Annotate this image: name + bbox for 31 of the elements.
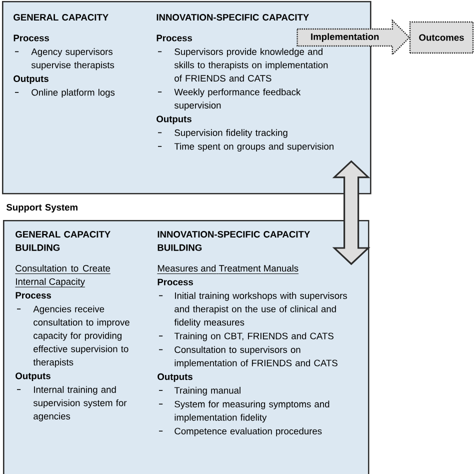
edge-label: Implementation [310,32,380,43]
column-heading: INNOVATION-SPECIFIC CAPACITY [156,14,309,21]
panel-title: Support System [6,204,78,212]
underlined-heading: Consultation to Create Internal Capacity [14,264,111,288]
list-item: Supervisors provide knowledge and skills to therapists on implementation of FRIENDS and CATS [158,48,328,82]
list-item: System for measuring symptoms and implementation fidelity [158,400,330,423]
list-item: Initial training workshops with supervisors and therapist on the use of clinical and fidelity measures [158,292,347,328]
list-item: Competence evaluation procedures [158,428,322,436]
list-item: Time spent on groups and supervision [158,142,334,152]
section-heading: Outputs [158,373,192,382]
list-item: Training on CBT, FRIENDS and CATS [158,332,334,342]
section-heading: Process [156,34,192,42]
section-heading: Process [14,34,49,42]
list-item: Internal training and supervision system for agencies [16,386,127,422]
list-item: Online platform logs [14,88,115,98]
column-heading: INNOVATION-SPECIFIC CAPACITY BUILDING [158,231,310,251]
section-heading: Outputs [16,372,50,382]
list-item: Agency supervisors supervise therapists [14,48,114,70]
section-heading: Process [158,278,193,286]
section-heading: Process [16,292,51,299]
list-item: Supervision fidelity tracking [158,129,288,138]
underlined-heading: Measures and Treatment Manuals [156,264,299,274]
list-item: Agencies receive consultation to improve capacity for providing effective supervision to therapists [16,305,130,368]
column-heading: GENERAL CAPACITY BUILDING [16,231,110,251]
list-item: Weekly performance feedback supervision [158,88,301,110]
column-heading: GENERAL CAPACITY [14,14,108,21]
list-item: Consultation to supervisors on implementation of FRIENDS and CATS [158,346,338,368]
section-heading: Outputs [14,75,48,84]
outcome-box: Outcomes [409,21,474,54]
list-item: Training manual [158,386,240,396]
section-heading: Outputs [156,116,192,124]
